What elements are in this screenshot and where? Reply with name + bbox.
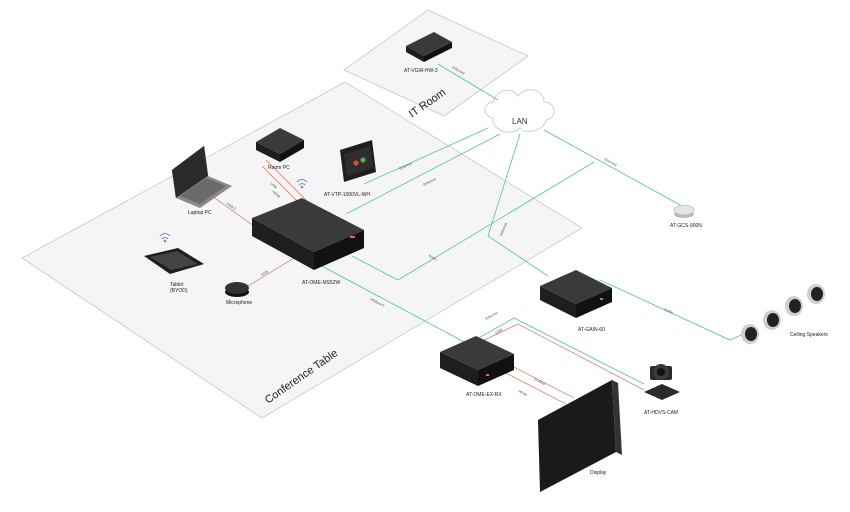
speaker-4 — [807, 284, 825, 304]
switcher-device — [252, 198, 364, 270]
audio-amp-speakers — [599, 279, 753, 341]
hdmi-rx-display — [499, 369, 567, 405]
ethernet-lan-ceilingmic — [543, 129, 683, 207]
cable-label-audio-1: Audio — [427, 253, 437, 261]
cable-label-hdmi-1: HDMI — [271, 190, 281, 199]
microphone-device — [225, 282, 249, 297]
ethernet-cables — [317, 63, 753, 385]
wifi-icon-tablet — [159, 233, 171, 243]
speaker-2 — [763, 310, 781, 330]
switcher-label: AT-OME-MS52W — [302, 280, 341, 286]
touch-panel-label: AT-VTP-1000VL-WH — [324, 192, 370, 198]
camera-device — [644, 364, 680, 400]
cable-label-ethernet-3: Ethernet — [423, 177, 437, 187]
cable-label-ethernet-4: Ethernet — [604, 157, 618, 167]
room-pc-label: Room PC — [268, 165, 290, 171]
av-cables — [211, 159, 645, 405]
cable-label-usb-1: USB — [269, 182, 278, 190]
cable-label-ethernet-2: Ethernet — [399, 162, 413, 171]
panel-button-red — [353, 160, 359, 166]
speaker-1 — [741, 324, 759, 344]
ethernet-gateway-lan — [437, 63, 499, 101]
laptop-label: Laptop PC — [188, 210, 212, 216]
ethernet-rx-camera — [467, 317, 645, 385]
tablet-label-line1: Tablet — [170, 282, 184, 288]
cable-label-audio-2: Audio — [664, 307, 674, 315]
lan-label: LAN — [512, 117, 528, 126]
cable-label-usb-2: USB — [261, 269, 270, 276]
usb-rx-camera — [475, 323, 645, 391]
ceiling-speakers-device — [741, 284, 825, 344]
cable-label-usbc: USB-C — [225, 202, 237, 212]
room-pc-device — [256, 128, 304, 162]
amplifier-label: AT-GAIN-60 — [578, 327, 605, 333]
receiver-led — [486, 374, 489, 376]
ethernet-switcher-amp-audio — [351, 161, 595, 281]
ethernet-panel-lan — [363, 127, 489, 185]
ethernet-switcher-lan — [345, 133, 501, 215]
display-device — [538, 380, 622, 492]
usb-roompc-switcher — [265, 159, 309, 203]
control-rx-display — [507, 363, 575, 399]
hdbaset-switcher-rx — [317, 263, 469, 345]
ceiling-speakers-label: Ceiling Speakers — [790, 332, 828, 338]
receiver-device — [440, 336, 514, 386]
cable-label-control: Control — [534, 377, 546, 386]
wifi-icon — [296, 179, 308, 189]
camera-label: AT-HDVS-CAM — [644, 410, 678, 416]
cable-label-ethernet-5: Ethernet — [499, 222, 508, 236]
gateway-label: AT-VGW-HW-3 — [404, 68, 438, 74]
gateway-device — [406, 32, 452, 62]
microphone-label: Microphone — [226, 300, 252, 306]
cable-label-hdmi-2: HDMI — [518, 389, 528, 397]
laptop-device — [171, 145, 232, 208]
touch-panel-device — [340, 140, 376, 182]
tablet-device — [144, 248, 204, 274]
it-room-zone — [343, 9, 529, 117]
cable-label-ethernet-6: Ethernet — [485, 311, 499, 321]
speaker-3 — [785, 296, 803, 316]
cable-label-hdbaset: HDBaseT — [370, 297, 386, 308]
ethernet-lan-amp — [487, 133, 549, 277]
cable-label-ethernet-1: Ethernet — [452, 65, 466, 75]
tablet-label-line2: (BYOD) — [170, 288, 188, 294]
usb-mic-switcher — [247, 257, 295, 287]
hdmi-roompc-switcher — [261, 165, 303, 207]
lan-cloud: LAN — [484, 89, 555, 133]
ceiling-mic-label: AT-GCS-900N — [670, 223, 702, 229]
display-label: Display — [590, 470, 607, 476]
receiver-label: AT-OME-EX-RX — [466, 392, 502, 398]
cable-label-usb-3: USB — [495, 328, 504, 335]
ceiling-mic-device — [673, 204, 695, 218]
switcher-led — [350, 236, 355, 238]
amplifier-device — [540, 270, 612, 318]
amplifier-led — [600, 298, 603, 300]
panel-button-green — [360, 157, 366, 163]
usbc-laptop-switcher — [211, 195, 255, 227]
